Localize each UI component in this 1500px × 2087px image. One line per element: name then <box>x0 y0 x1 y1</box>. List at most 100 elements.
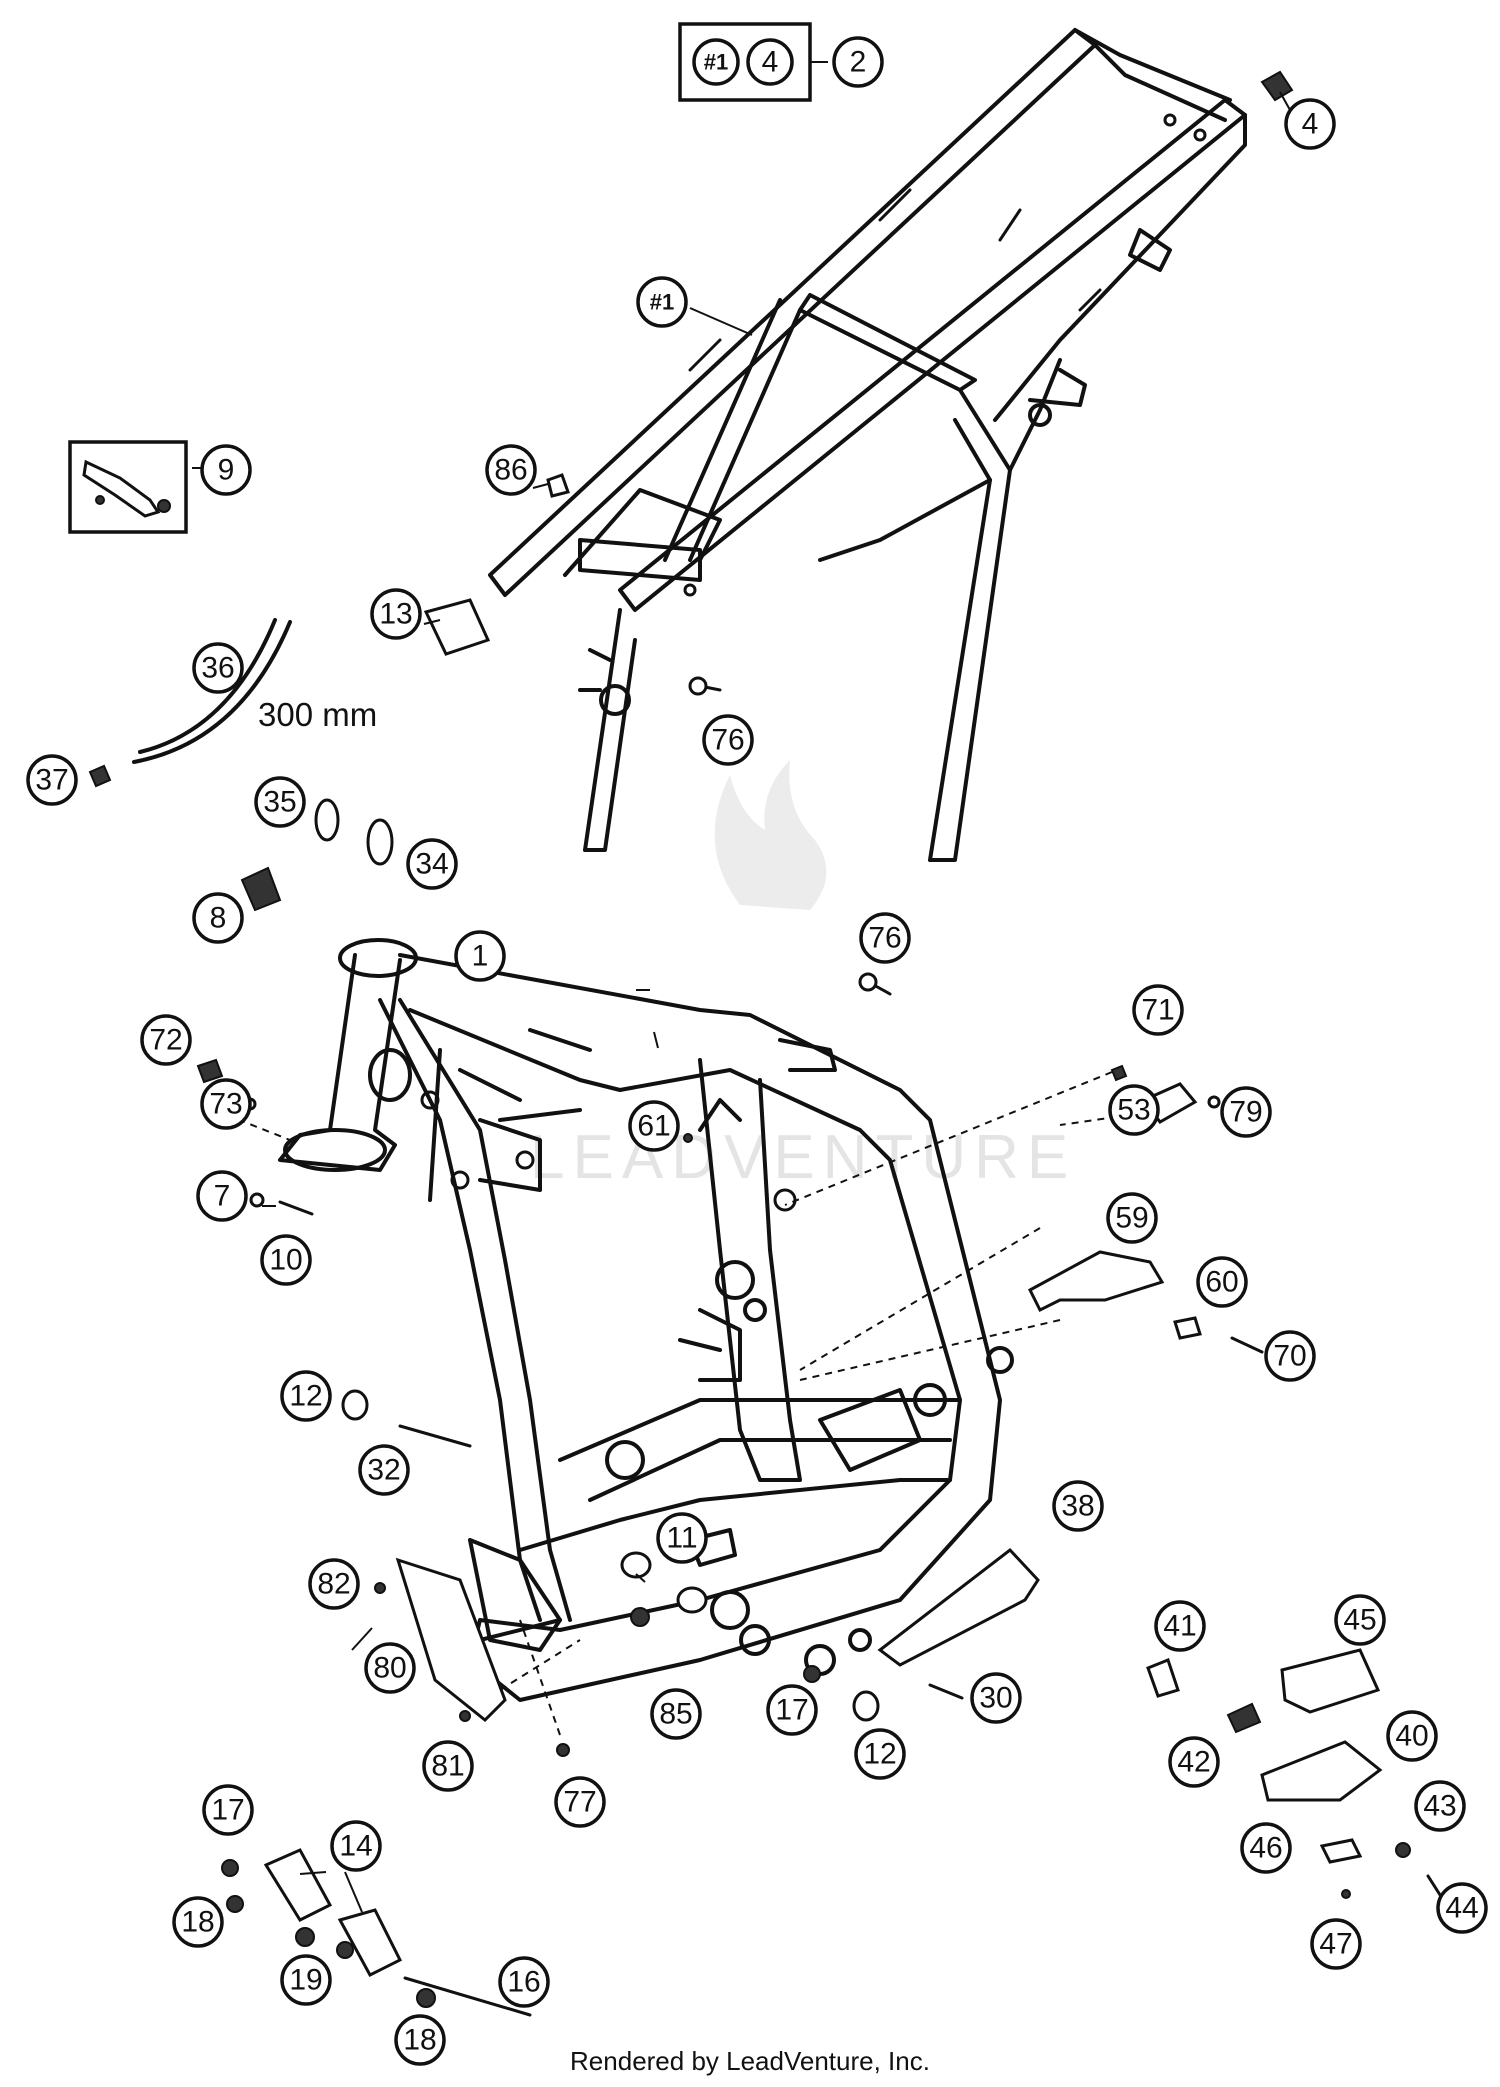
callout-kit-2[interactable]: #1 4 2 <box>678 22 884 102</box>
callout-38[interactable]: 38 <box>1052 1480 1104 1532</box>
callout-76-upper-label: 76 <box>711 724 744 757</box>
callout-40-label: 40 <box>1395 1720 1428 1753</box>
watermark: LEADVENTURE <box>530 760 1076 1192</box>
callout-40[interactable]: 40 <box>1386 1710 1438 1762</box>
callout-19[interactable]: 19 <box>280 1954 332 2006</box>
callout-32-label: 32 <box>367 1454 400 1487</box>
callout-41[interactable]: 41 <box>1154 1600 1206 1652</box>
callout-13[interactable]: 13 <box>370 588 422 640</box>
callout-12-upper[interactable]: 12 <box>280 1370 332 1422</box>
callout-12-lower[interactable]: 12 <box>854 1728 906 1780</box>
callout-17-bracket[interactable]: 17 <box>202 1784 254 1836</box>
callout-18-upper[interactable]: 18 <box>172 1896 224 1948</box>
footer-credit: Rendered by LeadVenture, Inc. <box>570 2046 930 2076</box>
callout-10-label: 10 <box>269 1244 302 1277</box>
callout-11-label: 11 <box>666 1522 697 1555</box>
rear-subframe <box>488 28 1247 862</box>
callout-47-label: 47 <box>1319 1928 1352 1961</box>
callout-18-lower-label: 18 <box>403 2024 436 2057</box>
callout-4-label: 4 <box>1302 108 1319 141</box>
callout-46[interactable]: 46 <box>1240 1822 1292 1874</box>
callout-59-label: 59 <box>1115 1202 1148 1235</box>
callout-37-label: 37 <box>35 764 68 797</box>
callout-34-label: 34 <box>415 848 448 881</box>
callout-71-label: 71 <box>1141 994 1174 1027</box>
callout-18-upper-label: 18 <box>181 1906 214 1939</box>
callout-34[interactable]: 34 <box>406 838 458 890</box>
callout-76-upper[interactable]: 76 <box>702 714 754 766</box>
callout-7[interactable]: 7 <box>196 1170 248 1222</box>
callout-10[interactable]: 10 <box>260 1234 312 1286</box>
callout-86[interactable]: 86 <box>485 444 537 496</box>
callout-60[interactable]: 60 <box>1196 1256 1248 1308</box>
callout-71[interactable]: 71 <box>1132 984 1184 1036</box>
callout-81-label: 81 <box>431 1750 464 1783</box>
callout-53[interactable]: 53 <box>1108 1084 1160 1136</box>
callout-13-label: 13 <box>379 598 412 631</box>
callout-35[interactable]: 35 <box>254 776 306 828</box>
callout-19-label: 19 <box>289 1964 322 1997</box>
callout-61[interactable]: 61 <box>628 1100 680 1152</box>
callout-32[interactable]: 32 <box>358 1444 410 1496</box>
callout-42[interactable]: 42 <box>1168 1736 1220 1788</box>
callout-30-label: 30 <box>979 1682 1012 1715</box>
callout-44-label: 44 <box>1445 1892 1478 1925</box>
callout-14[interactable]: 14 <box>330 1820 382 1872</box>
callout-12-lower-label: 12 <box>863 1738 896 1771</box>
callout-30[interactable]: 30 <box>970 1672 1022 1724</box>
callout-77-label: 77 <box>563 1786 596 1819</box>
callout-4[interactable]: 4 <box>1284 98 1336 150</box>
callout-16[interactable]: 16 <box>498 1956 550 2008</box>
callout-85[interactable]: 85 <box>650 1688 702 1740</box>
watermark-text: LEADVENTURE <box>530 1123 1076 1192</box>
callout-37[interactable]: 37 <box>26 754 78 806</box>
callout-70-label: 70 <box>1273 1340 1306 1373</box>
callout-82[interactable]: 82 <box>308 1558 360 1610</box>
callout-70[interactable]: 70 <box>1264 1330 1316 1382</box>
callout-11[interactable]: 11 <box>656 1512 708 1564</box>
callout-79[interactable]: 79 <box>1220 1086 1272 1138</box>
callout-44[interactable]: 44 <box>1436 1882 1488 1934</box>
callout-46-label: 46 <box>1249 1832 1282 1865</box>
callout-53-label: 53 <box>1117 1094 1150 1127</box>
callout-42-label: 42 <box>1177 1746 1210 1779</box>
callout-43-label: 43 <box>1423 1790 1456 1823</box>
callout-72-label: 72 <box>149 1024 182 1057</box>
hose-length-label: 300 mm <box>258 696 377 733</box>
callout-41-label: 41 <box>1163 1610 1196 1643</box>
callout-81[interactable]: 81 <box>422 1740 474 1792</box>
callout-73[interactable]: 73 <box>200 1078 252 1130</box>
callout-61-label: 61 <box>637 1110 670 1143</box>
callout-9[interactable]: 9 <box>68 440 252 534</box>
callout-16-label: 16 <box>507 1966 540 1999</box>
callout-77[interactable]: 77 <box>554 1776 606 1828</box>
callout-36[interactable]: 36 <box>192 642 244 694</box>
callout-45[interactable]: 45 <box>1334 1594 1386 1646</box>
callout-8[interactable]: 8 <box>192 892 244 944</box>
callout-47[interactable]: 47 <box>1310 1918 1362 1970</box>
leader-lines <box>192 61 1291 1913</box>
callout-80-label: 80 <box>373 1652 406 1685</box>
callout-86-label: 86 <box>494 454 527 487</box>
kit-ref-4: 4 <box>762 46 779 79</box>
callout-17-frame[interactable]: 17 <box>766 1684 818 1736</box>
callout-ref-1[interactable]: #1 <box>636 276 688 328</box>
callout-17-bracket-label: 17 <box>211 1794 244 1827</box>
callout-1[interactable]: 1 <box>454 930 506 982</box>
callout-60-label: 60 <box>1205 1266 1238 1299</box>
callout-72[interactable]: 72 <box>140 1014 192 1066</box>
callout-38-label: 38 <box>1061 1490 1094 1523</box>
small-parts <box>88 70 1444 2017</box>
callout-85-label: 85 <box>659 1698 692 1731</box>
callout-80[interactable]: 80 <box>364 1642 416 1694</box>
callout-7-label: 7 <box>214 1180 231 1213</box>
callout-12-upper-label: 12 <box>289 1380 322 1413</box>
callout-2-label: 2 <box>850 46 867 79</box>
callout-43[interactable]: 43 <box>1414 1780 1466 1832</box>
callout-79-label: 79 <box>1229 1096 1262 1129</box>
callout-18-lower[interactable]: 18 <box>394 2014 446 2066</box>
callout-76-lower-label: 76 <box>868 922 901 955</box>
callout-82-label: 82 <box>317 1568 350 1601</box>
callout-76-lower[interactable]: 76 <box>859 912 911 964</box>
callout-59[interactable]: 59 <box>1106 1192 1158 1244</box>
